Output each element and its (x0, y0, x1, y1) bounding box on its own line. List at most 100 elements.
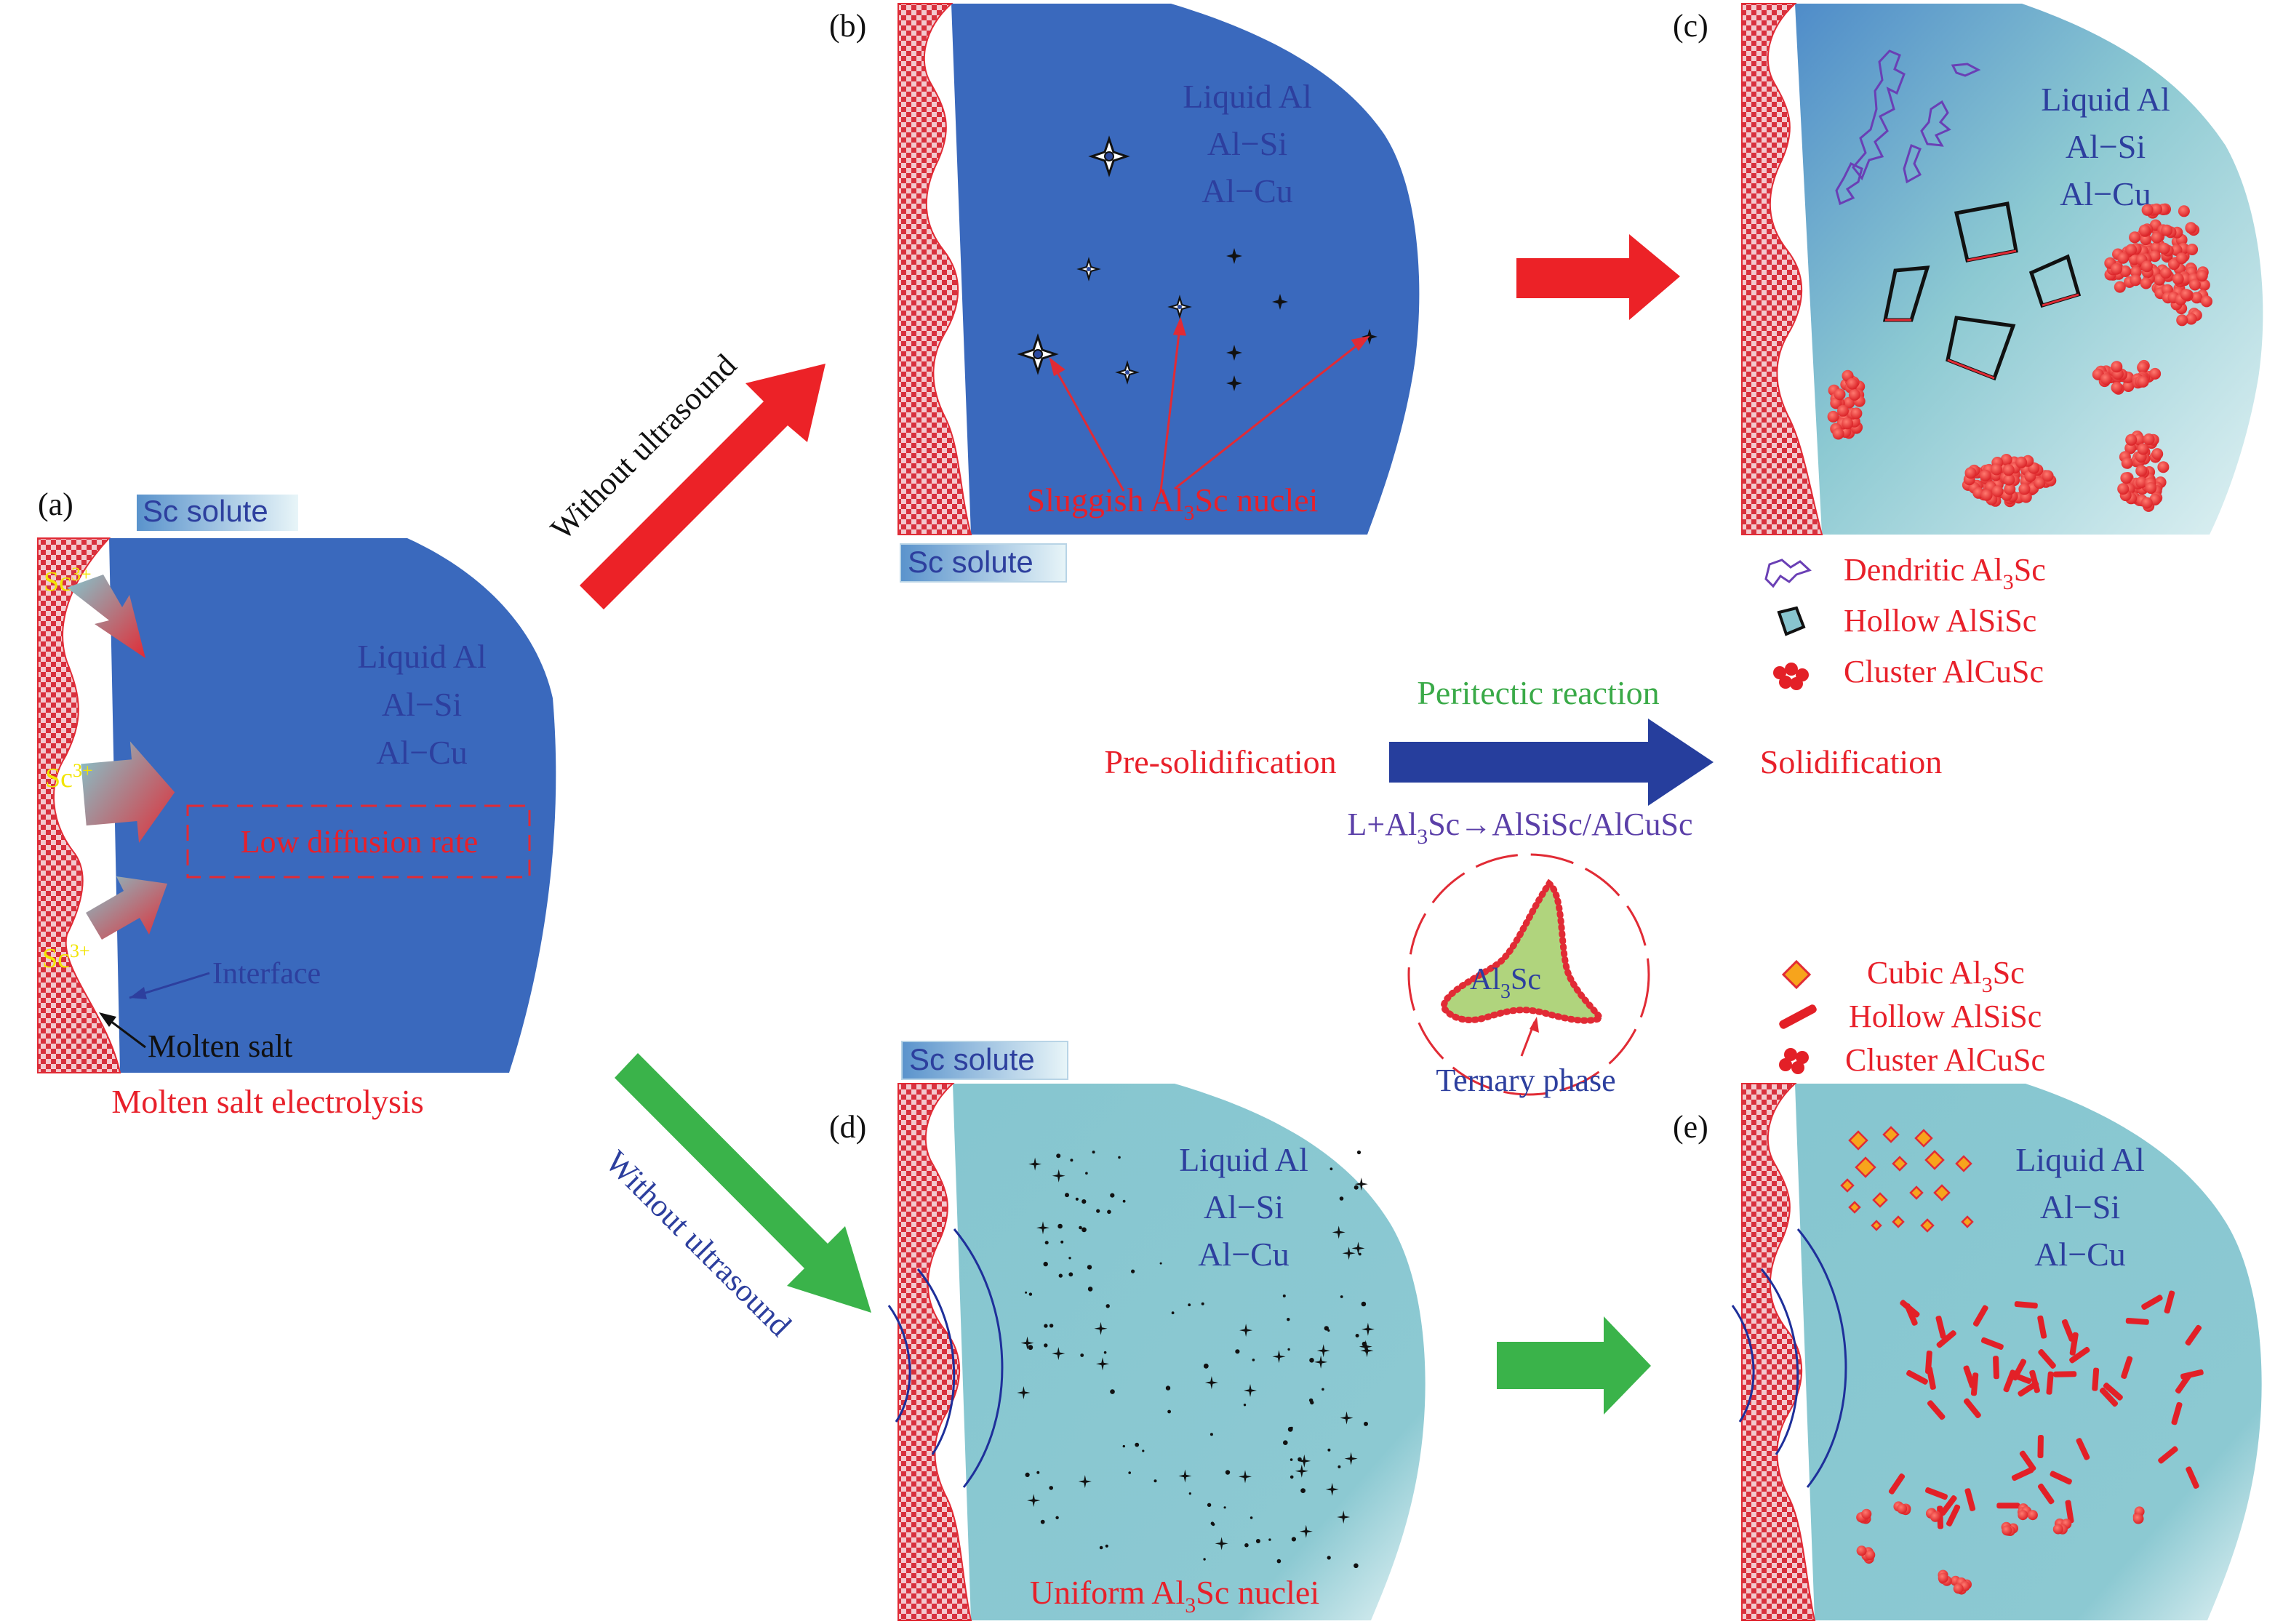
cubic-particle (1892, 1156, 1908, 1172)
legend-c-item-2: Hollow AlSiSc (1844, 603, 2036, 639)
legend-e-item-1: Cubic Al3Sc (1867, 955, 2025, 997)
liquid-al-body-a (109, 538, 556, 1073)
molten-salt-b (897, 3, 972, 535)
uniform-nucleus (1364, 1421, 1368, 1426)
legend-e: Cubic Al3Sc Hollow AlSiSc Cluster AlCuSc (1779, 955, 2045, 1078)
rod-particle (2092, 1367, 2100, 1391)
cluster-particle (2158, 242, 2170, 255)
uniform-nucleus (1210, 1433, 1213, 1436)
uniform-nucleus (1092, 1151, 1095, 1154)
uniform-nucleus (1244, 1543, 1249, 1548)
cluster-particle (2157, 461, 2170, 473)
arrow-to-b: Without ultrasound (543, 347, 825, 609)
panel-b-label: (b) (829, 8, 866, 44)
molten-salt-label: Molten salt (148, 1028, 292, 1064)
uniform-nucleus (1201, 1302, 1204, 1305)
uniform-nucleus (1188, 1303, 1191, 1307)
clusters-c (1827, 203, 2212, 512)
cubic-particle (1920, 1218, 1935, 1233)
legend-cluster-icon-c (1773, 663, 1809, 690)
rod-particle (2099, 1387, 2119, 1407)
cluster-particle (2186, 244, 2199, 255)
liquid-label-c-1: Liquid Al (2041, 81, 2170, 118)
rod-particle (2158, 1446, 2178, 1464)
uniform-nucleus (1283, 1440, 1288, 1445)
legend-diamond-icon (1781, 959, 1812, 990)
sc-ion-label-1: Sc3+ (44, 564, 92, 597)
cluster-particle (2185, 313, 2197, 325)
cluster-particle (2052, 1524, 2063, 1535)
cluster-particle (2002, 464, 2015, 476)
cluster-particle (2137, 361, 2149, 374)
uniform-nucleus (1087, 1265, 1092, 1270)
legend-c-item-1: Dendritic Al3Sc (1844, 552, 2046, 594)
cubic-particle (1914, 1129, 1933, 1148)
uniform-nucleus (1159, 1262, 1162, 1265)
cubic-particle (1892, 1215, 1905, 1228)
rod-particle (1964, 1488, 1976, 1511)
uniform-nucleus (1058, 1273, 1063, 1278)
cluster-particle (2018, 483, 2031, 495)
pre-solidification-label: Pre-solidification (1104, 743, 1336, 780)
legend-hollow-rhombus-icon (1777, 606, 1806, 636)
arrow-to-d-label: Without ultrasound (599, 1143, 799, 1343)
sc-ion-label-3: Sc3+ (42, 940, 90, 974)
uniform-nucleus (1070, 1159, 1073, 1162)
uniform-nucleus (1276, 1559, 1282, 1564)
cluster-particle (1848, 388, 1860, 401)
sc-solute-label-a: Sc solute (143, 494, 268, 528)
rod-particle (2069, 1346, 2090, 1364)
rod-particle (1904, 1303, 1918, 1326)
al3sc-particle (1442, 881, 1602, 1022)
cluster-particle (1964, 467, 1977, 479)
cluster-particle (2188, 279, 2201, 291)
cluster-particle (2135, 476, 2148, 489)
liquid-label-d-3: Al−Cu (1198, 1236, 1290, 1273)
uniform-nucleus (1122, 1199, 1126, 1203)
cluster-particle (2191, 292, 2203, 304)
inset-ternary: Al3Sc Ternary phase (1407, 853, 1650, 1098)
cluster-particle (2027, 1510, 2038, 1521)
cubic-particle (1848, 1130, 1868, 1151)
cluster-particle (2119, 265, 2132, 277)
sc-solute-label-d: Sc solute (909, 1042, 1035, 1076)
rod-particle (2003, 1369, 2016, 1393)
liquid-body-d (953, 1084, 1426, 1620)
cubic-particle (1855, 1156, 1876, 1178)
rod-particle (2053, 1371, 2077, 1377)
uniform-nucleus (1025, 1291, 1028, 1294)
rod-particle (2186, 1466, 2199, 1489)
legend-cluster-icon-e (1779, 1048, 1809, 1074)
ternary-phase-label: Ternary phase (1436, 1063, 1615, 1098)
cluster-particle (2160, 267, 2172, 279)
liquid-label-d-2: Al−Si (1204, 1188, 1284, 1225)
uniform-nucleus (1105, 1304, 1110, 1308)
rod-particle (2037, 1434, 2044, 1459)
cluster-particle (2125, 244, 2138, 256)
rod-particle (1936, 1330, 1956, 1348)
low-diffusion-box (186, 804, 531, 879)
cluster-particle (1827, 410, 1839, 423)
uniform-nucleus (1128, 1471, 1131, 1474)
cluster-particle (2122, 380, 2135, 392)
cluster-particle (2002, 1525, 2012, 1536)
panel-a-label: (a) (38, 487, 73, 522)
cluster-particle (2111, 382, 2123, 393)
cluster-particle (2172, 273, 2184, 285)
legend-e-item-3: Cluster AlCuSc (1845, 1042, 2045, 1078)
cluster-particle (1938, 1572, 1948, 1583)
panel-a: (a) Sc solute Sc3+ Sc3+ Sc3+ Liquid Al A… (37, 487, 556, 1120)
cluster-particle (2135, 465, 2148, 477)
dendrites-c (1835, 49, 1981, 206)
cluster-particle (2003, 473, 2015, 486)
rod-particle (2038, 1349, 2056, 1369)
cluster-particle (2180, 289, 2192, 301)
interface-label: Interface (212, 957, 321, 991)
rod-particle (2046, 1371, 2054, 1395)
uniform-nucleus (1355, 1334, 1359, 1337)
cluster-particle (1979, 469, 1991, 481)
rod-particle (1927, 1400, 1946, 1420)
rod-particle (1963, 1398, 1981, 1419)
inset-dashed-circle (1407, 853, 1650, 1096)
cluster-particle (1953, 1583, 1964, 1594)
